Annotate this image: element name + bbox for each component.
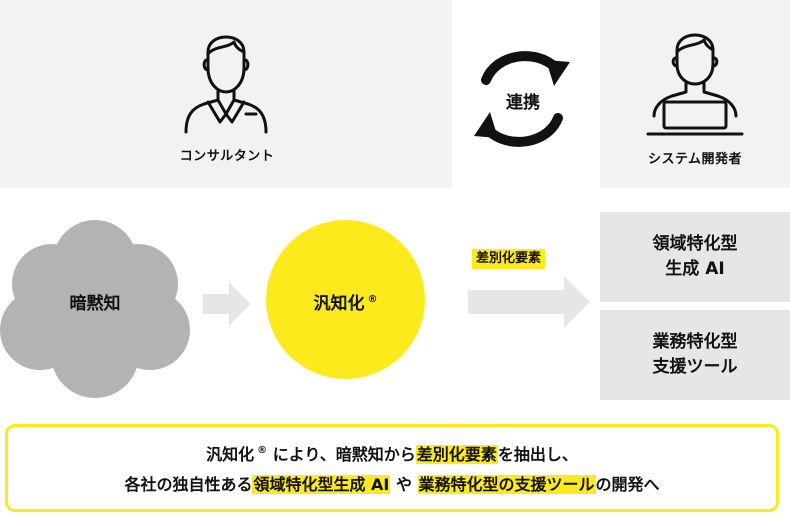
summary-highlight: 領域特化型生成 AI	[252, 475, 391, 494]
tacit-knowledge-label: 暗黙知	[69, 294, 121, 314]
sync-label: 連携	[506, 93, 540, 113]
core-label: 汎知化®	[266, 289, 425, 314]
sync-arrows-icon	[474, 51, 570, 147]
output-domain-ai: 領域特化型 生成 AI	[600, 212, 790, 302]
summary-text: により、暗黙知から	[272, 445, 416, 464]
registered-mark: ®	[257, 445, 268, 456]
right-arrow-icon	[468, 276, 590, 328]
summary-highlight: 業務特化型の支援ツール	[417, 475, 596, 494]
output-line: 領域特化型	[652, 234, 738, 254]
differentiation-tag: 差別化要素	[472, 249, 546, 269]
core-circle	[266, 220, 425, 379]
consultant-person-icon	[184, 35, 268, 134]
developer-label: システム開発者	[647, 152, 743, 167]
developer-laptop-icon	[646, 33, 744, 136]
right-arrow-icon	[203, 282, 251, 326]
consultant-label: コンサルタント	[179, 149, 275, 164]
summary-text: や	[390, 475, 418, 494]
output-line: 業務特化型	[652, 332, 738, 352]
tacit-knowledge-cloud	[0, 220, 190, 398]
summary-line-1: 汎知化® により、暗黙知から差別化要素を抽出し、	[206, 436, 578, 470]
core-label-text: 汎知化	[313, 294, 365, 314]
summary-text: 各社の独自性ある	[124, 475, 253, 494]
summary-highlight: 差別化要素	[415, 445, 498, 464]
summary-text: を抽出し、	[497, 445, 578, 464]
consultant-panel	[0, 0, 452, 188]
output-support-tool: 業務特化型 支援ツール	[600, 310, 790, 400]
summary-text: 汎知化	[206, 445, 255, 464]
registered-mark: ®	[367, 294, 378, 305]
output-line: 支援ツール	[652, 357, 738, 377]
summary-box: 汎知化® により、暗黙知から差別化要素を抽出し、 各社の独自性ある領域特化型生成…	[5, 424, 779, 512]
developer-panel	[600, 0, 790, 188]
summary-text: の開発へ	[595, 475, 660, 494]
summary-line-2: 各社の独自性ある領域特化型生成 AI や 業務特化型の支援ツールの開発へ	[124, 470, 660, 500]
output-line: 生成 AI	[665, 259, 725, 279]
